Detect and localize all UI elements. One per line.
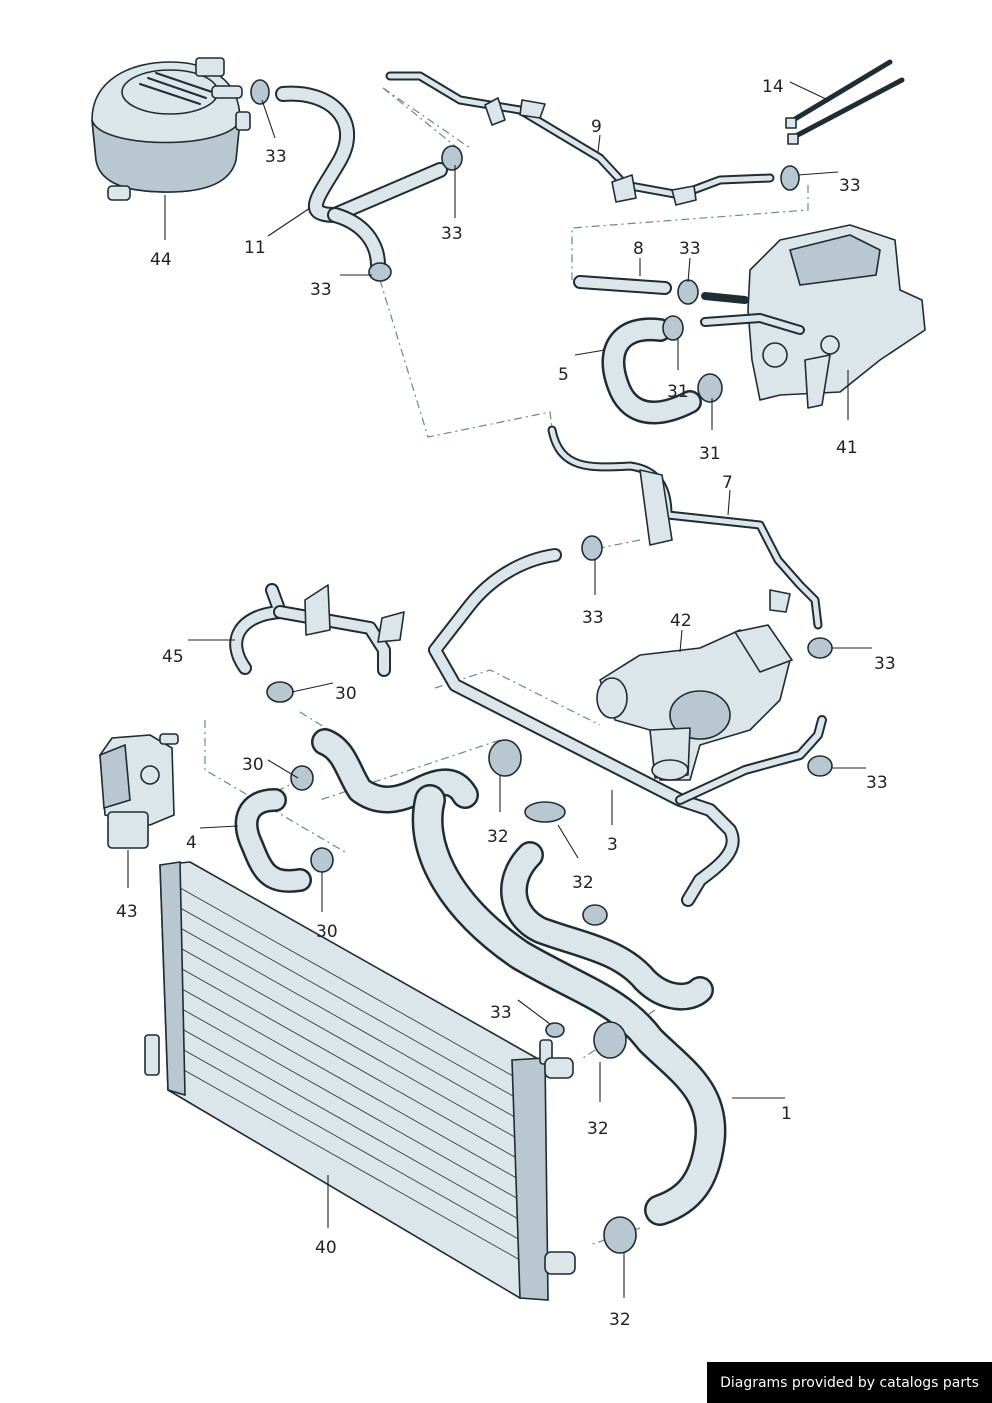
main-coolant-hoses	[311, 728, 727, 1226]
label-33-e: 33	[679, 239, 701, 259]
label-33-d: 33	[839, 176, 861, 196]
label-33-g: 33	[874, 654, 896, 674]
thermostat-housing-42	[596, 624, 793, 781]
label-8: 8	[633, 239, 644, 259]
hose-8-and-5	[573, 275, 702, 425]
label-30-c: 30	[316, 922, 338, 942]
label-41: 41	[836, 438, 858, 458]
label-45: 45	[162, 647, 184, 667]
label-5: 5	[558, 365, 569, 385]
label-30-b: 30	[242, 755, 264, 775]
label-32-b: 32	[572, 873, 594, 893]
label-3: 3	[607, 835, 618, 855]
label-33-i: 33	[490, 1003, 512, 1023]
expansion-tank	[91, 57, 251, 201]
cable-ties-14	[785, 59, 905, 145]
label-30-a: 30	[335, 684, 357, 704]
label-11: 11	[244, 238, 266, 258]
label-33-b: 33	[441, 224, 463, 244]
hose-11	[275, 85, 448, 273]
label-43: 43	[116, 902, 138, 922]
hose-clamps	[250, 79, 833, 1254]
label-14: 14	[762, 77, 784, 97]
label-33-a: 33	[265, 147, 287, 167]
leader-lines	[127, 81, 872, 1298]
label-44: 44	[150, 250, 172, 270]
label-32-a: 32	[487, 827, 509, 847]
label-33-c: 33	[310, 280, 332, 300]
label-32-d: 32	[609, 1310, 631, 1330]
label-33-h: 33	[866, 773, 888, 793]
label-32-c: 32	[587, 1119, 609, 1139]
part-labels: 44 33 11 33 33 9 14 33 8 33 5 31 31 41 7…	[116, 77, 896, 1330]
pipe-45	[229, 583, 405, 677]
label-1: 1	[781, 1104, 792, 1124]
label-4: 4	[186, 833, 197, 853]
hose-4	[234, 788, 312, 893]
label-31-b: 31	[699, 444, 721, 464]
credit-banner: Diagrams provided by catalogs parts	[707, 1362, 992, 1403]
label-40: 40	[315, 1238, 337, 1258]
pipe-7	[547, 425, 823, 630]
label-42: 42	[670, 611, 692, 631]
label-31-a: 31	[667, 382, 689, 402]
radiator-40	[144, 861, 576, 1301]
pipe-9	[385, 71, 775, 206]
label-7: 7	[722, 473, 733, 493]
label-9: 9	[591, 117, 602, 137]
egr-module-41	[700, 224, 926, 409]
pipe-3	[428, 548, 827, 907]
label-33-f: 33	[582, 608, 604, 628]
oil-cooler-43	[99, 733, 179, 849]
